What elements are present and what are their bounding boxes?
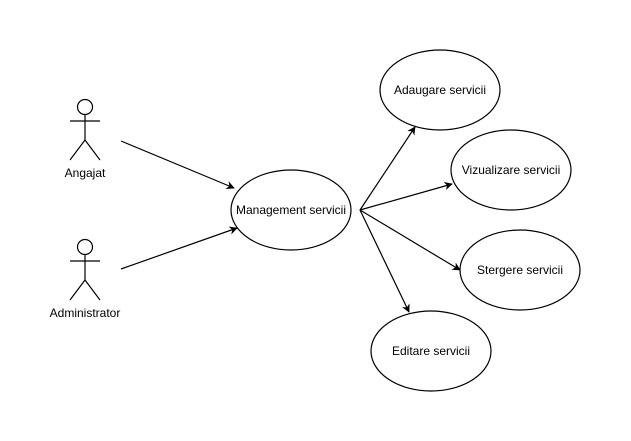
arrow-administrator-to-management — [120, 226, 238, 270]
associations — [120, 126, 461, 313]
use-case-label-management: Management servicii — [236, 203, 346, 217]
use-case-vizualizare[interactable]: Vizualizare servicii — [450, 129, 572, 211]
use-case-label-vizualizare: Vizualizare servicii — [462, 163, 560, 177]
actor-left-leg — [69, 139, 86, 161]
actor-left-leg — [69, 279, 86, 301]
actor-right-leg — [84, 279, 101, 301]
arrow-angajat-to-management — [120, 140, 235, 189]
arrow-management-to-editare — [359, 209, 410, 313]
use-case-label-editare: Editare servicii — [392, 344, 470, 358]
arrow-management-to-vizualizare — [359, 182, 453, 211]
actor-administrator[interactable] — [69, 238, 101, 301]
use-case-label-stergere: Stergere servicii — [477, 263, 563, 277]
use-case-stergere[interactable]: Stergere servicii — [459, 229, 581, 311]
use-case-editare[interactable]: Editare servicii — [370, 310, 492, 392]
actor-label-administrator: Administrator — [50, 306, 121, 320]
arrow-management-to-stergere — [359, 209, 461, 271]
use-case-label-adaugare: Adaugare servicii — [394, 83, 486, 97]
actor-head-icon — [76, 98, 94, 116]
use-case-adaugare[interactable]: Adaugare servicii — [379, 49, 501, 131]
arrow-management-to-adaugare — [359, 126, 416, 211]
use-case-management[interactable]: Management servicii — [230, 169, 352, 251]
actor-label-angajat: Angajat — [65, 166, 106, 180]
actor-head-icon — [76, 238, 94, 256]
actor-right-leg — [84, 139, 101, 161]
actor-angajat[interactable] — [69, 98, 101, 161]
